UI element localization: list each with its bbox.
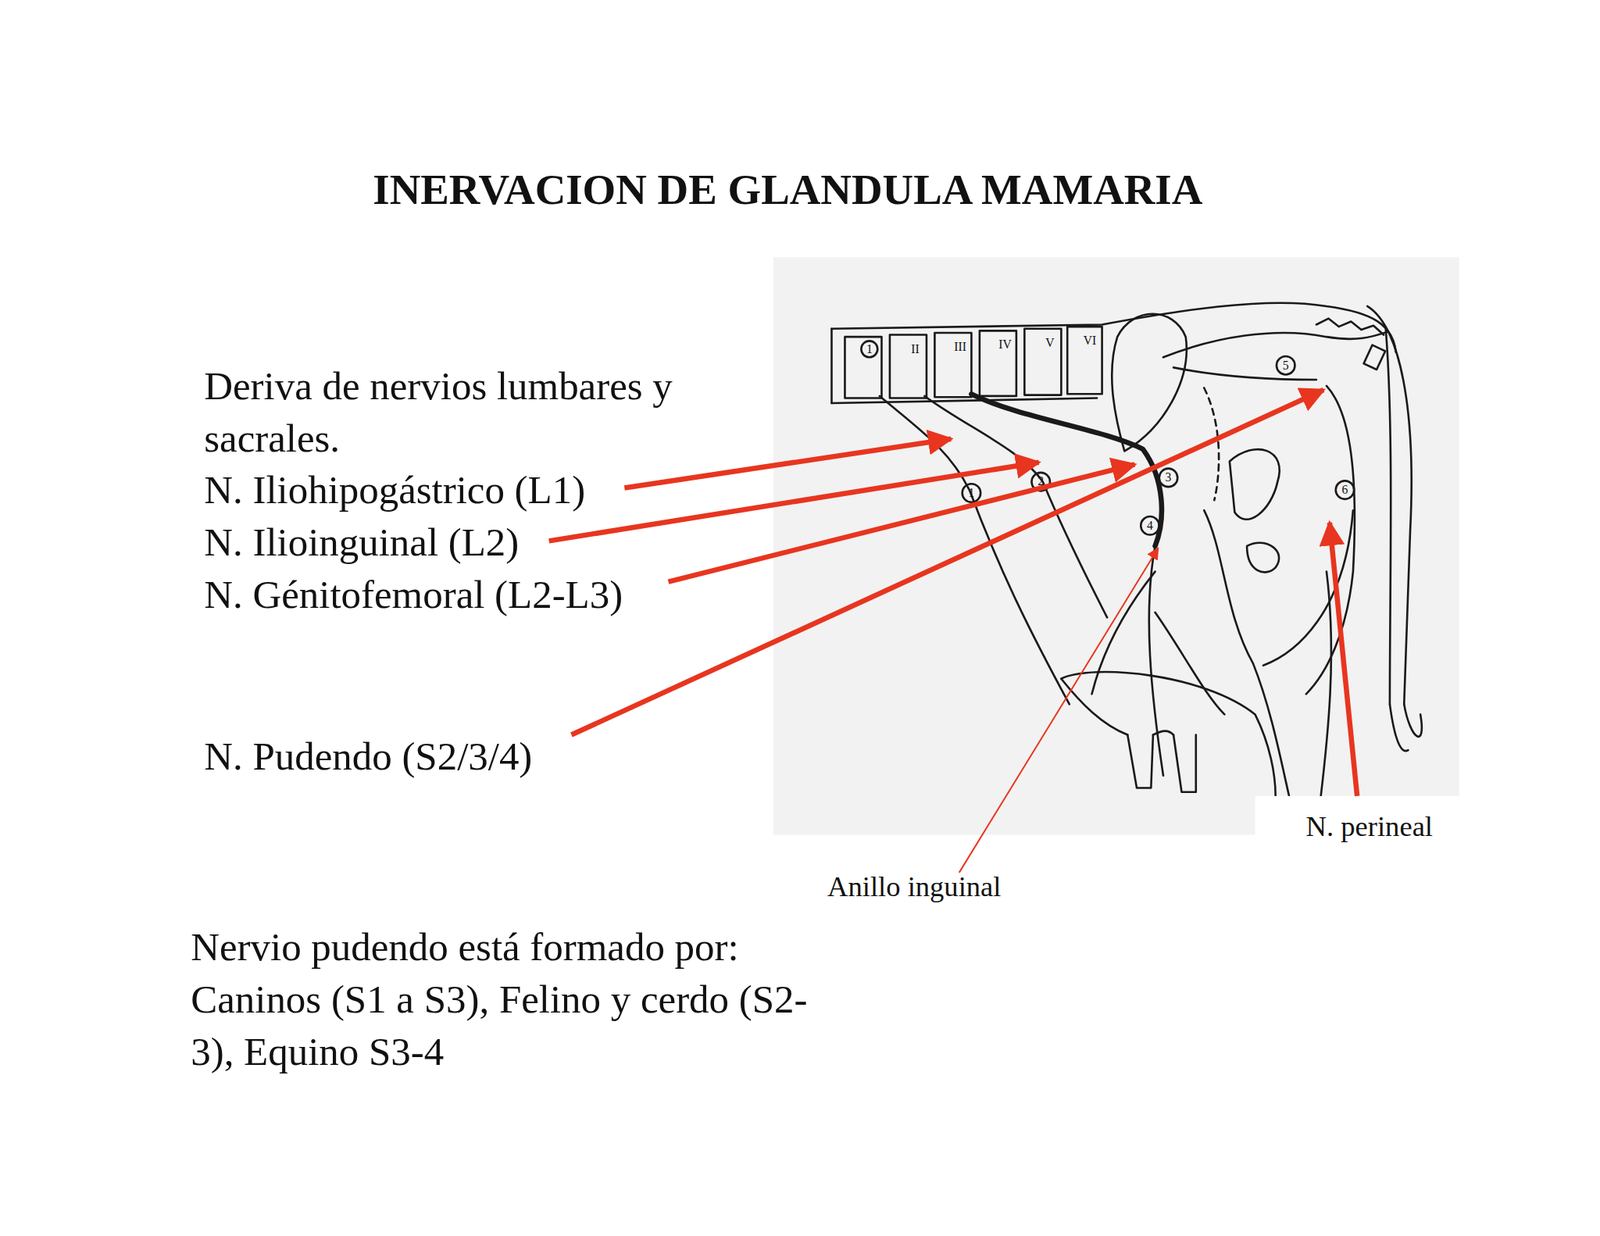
- callout-number: 2: [1037, 473, 1044, 490]
- note-text: Deriva de nervios lumbares y sacrales.: [203, 360, 755, 465]
- hind-leg: [1318, 571, 1332, 817]
- pointer-arrow: [549, 462, 1040, 542]
- vertebra: [1067, 326, 1102, 394]
- vertebra: [889, 335, 927, 399]
- callout-circle: [1335, 480, 1355, 500]
- nerve-name: N. Iliohipogástrico (L1): [203, 464, 586, 517]
- callout-circle: [1140, 516, 1160, 536]
- tail: [1367, 306, 1411, 704]
- vertebra-number: 1: [866, 340, 873, 358]
- vertebra-number: II: [910, 340, 919, 358]
- callout-number: 1: [968, 485, 975, 502]
- udder-outline: [1153, 731, 1174, 736]
- cut-edge: [830, 328, 833, 404]
- pointer-arrow: [571, 389, 1324, 735]
- vertebra: [844, 336, 882, 398]
- vertebra-number: VI: [1083, 332, 1097, 350]
- nerve-name: N. Génitofemoral (L2-L3): [203, 568, 623, 622]
- vertebra: [979, 330, 1017, 397]
- callout-circle: [1159, 468, 1179, 488]
- pelvis-bone: [1111, 314, 1187, 452]
- teat: [1127, 735, 1154, 789]
- part-label: N. perineal: [1306, 807, 1433, 846]
- nerve-name: N. Ilioinguinal (L2): [203, 516, 519, 569]
- udder-outline: [1060, 671, 1275, 797]
- pointer-arrow: [668, 464, 1136, 582]
- teat: [1173, 735, 1197, 793]
- label-backing: [1255, 796, 1460, 858]
- tail-vertebra: [1364, 345, 1386, 370]
- callout-circle: [962, 483, 982, 503]
- note-text: Nervio pudendo está formado por: Caninos…: [190, 921, 815, 1078]
- cow-drawing: [831, 303, 1422, 817]
- sacral-vertebrae: [1316, 318, 1384, 336]
- callout-circle: [1276, 356, 1296, 375]
- pointer-arrows: [549, 389, 1358, 873]
- vertebra: [1024, 328, 1061, 396]
- pointer-arrow: [1329, 522, 1358, 797]
- nerve-name: N. Pudendo (S2/3/4): [203, 730, 533, 783]
- tail-tip: [1389, 703, 1422, 751]
- vertebra-number: III: [953, 339, 967, 356]
- tail: [1385, 328, 1392, 705]
- pelvic-organ: [1229, 449, 1280, 520]
- slide-title: INERVACION DE GLANDULA MAMARIA: [372, 164, 1203, 214]
- nerve-branch: [1092, 571, 1225, 715]
- vertebra: [934, 332, 972, 397]
- callout-number: 5: [1282, 357, 1290, 374]
- drawing-background: [773, 257, 1460, 835]
- part-label: Anillo inguinal: [827, 867, 1001, 906]
- pelvic-organ: [1246, 542, 1279, 573]
- udder-outline: [1060, 678, 1128, 736]
- vertebra-number: IV: [998, 336, 1012, 354]
- callout-circle: [860, 340, 878, 358]
- pointer-arrow: [959, 548, 1159, 873]
- callout-number: 4: [1146, 517, 1154, 534]
- sacrum: [1163, 332, 1388, 358]
- callout-number: 6: [1342, 482, 1349, 499]
- vertebra-number: V: [1045, 335, 1054, 352]
- hind-leg: [1203, 510, 1294, 817]
- pointer-arrow: [624, 439, 951, 489]
- nerve-line: [1149, 546, 1164, 776]
- callout-number: 3: [1165, 469, 1172, 486]
